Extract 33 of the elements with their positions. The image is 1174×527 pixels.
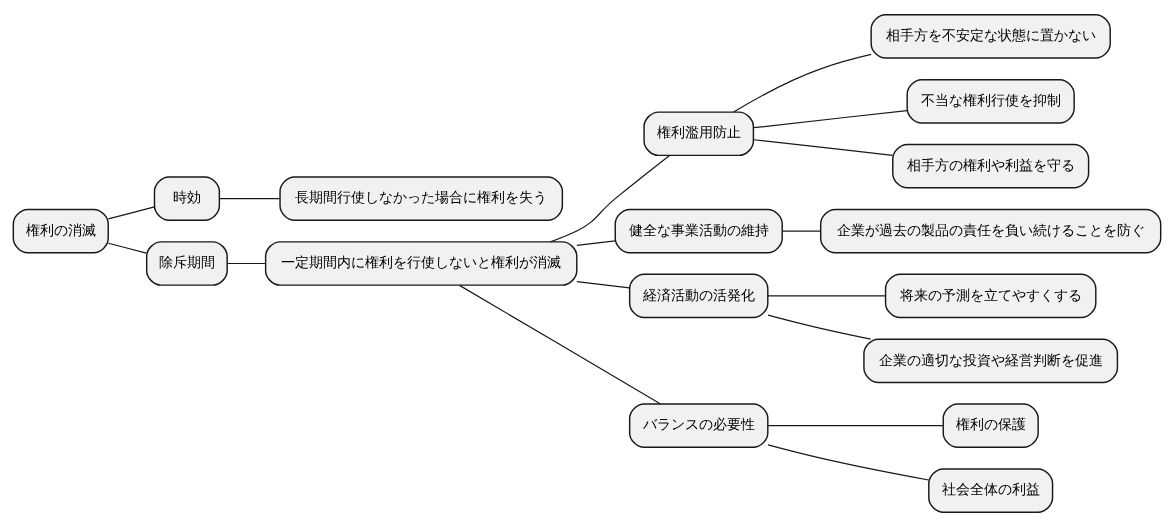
node-box: 権利の保護 [942, 403, 1039, 449]
connector [767, 444, 930, 481]
connector [458, 284, 662, 405]
connector [767, 425, 944, 427]
node-box: 将来の予測を立てやすくする [884, 273, 1097, 319]
node-box: 企業が過去の製品の責任を負い続けることを防ぐ [819, 208, 1162, 254]
node-box: 相手方の権利や利益を守る [892, 143, 1090, 189]
node-box: 一定期間内に権利を行使しないと権利が消滅 [264, 241, 578, 286]
connector [753, 109, 908, 129]
node-box: 相手方を不安定な状態に置かない [870, 14, 1111, 59]
connector [549, 154, 671, 243]
node-box: 不当な権利行使を抑制 [906, 78, 1075, 124]
connector [107, 242, 147, 254]
node-box: 社会全体の利益 [928, 468, 1054, 513]
connector [781, 230, 821, 232]
node-box: 経済活動の活発化 [628, 273, 769, 319]
node-box: バランスの必要性 [628, 403, 769, 449]
connector [576, 281, 630, 289]
connector [576, 240, 616, 246]
node-box: 健全な事業活動の維持 [614, 208, 783, 254]
node-box: 長期間行使しなかった場合に権利を失う [279, 176, 564, 221]
node-box: 除斥期間 [145, 241, 228, 286]
connector [753, 139, 894, 156]
connector [732, 53, 872, 113]
connector [767, 314, 872, 340]
node-box: 時効 [153, 176, 221, 221]
node-box: 権利の消滅 [12, 208, 109, 254]
connector [767, 295, 886, 297]
connector [226, 262, 267, 265]
node-box: 権利濫用防止 [643, 111, 755, 157]
connector [218, 198, 281, 200]
node-box: 企業の適切な投資や経営判断を促進 [863, 338, 1119, 384]
connector [107, 206, 156, 220]
